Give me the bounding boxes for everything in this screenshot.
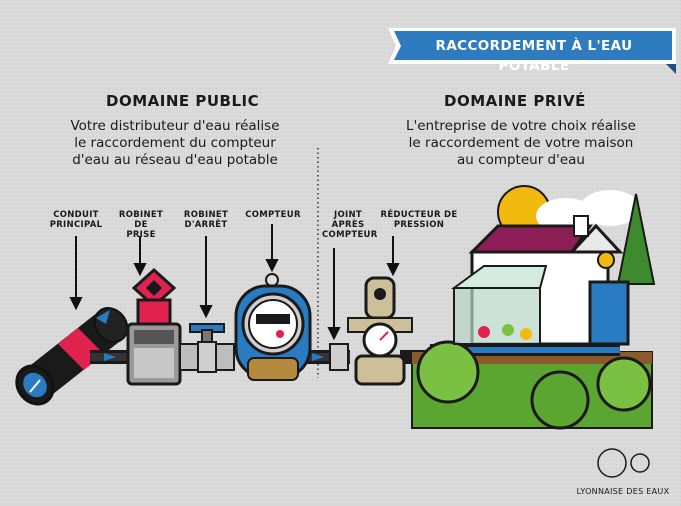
public-line-3: d'eau au réseau d'eau potable bbox=[72, 152, 278, 168]
robinet-de-prise bbox=[126, 267, 182, 386]
robinet-d-arret bbox=[179, 323, 235, 373]
label-arrows bbox=[69, 224, 400, 341]
brand-name: LYONNAISE DES EAUX bbox=[576, 487, 670, 496]
private-domain-text: L'entreprise de votre choix réalise le r… bbox=[376, 118, 666, 169]
reducteur-de-pression bbox=[347, 276, 413, 386]
public-domain-text: Votre distributeur d'eau réalise le racc… bbox=[40, 118, 310, 169]
public-domain-heading: DOMAINE PUBLIC bbox=[106, 92, 260, 110]
joint-apres-compteur bbox=[329, 343, 349, 371]
banner-ribbon bbox=[388, 28, 676, 74]
public-line-2: le raccordement du compteur bbox=[74, 135, 276, 151]
private-line-3: au compteur d'eau bbox=[457, 152, 585, 168]
brand-logo bbox=[597, 448, 650, 478]
label-compteur: COMPTEUR bbox=[245, 210, 301, 220]
private-garden bbox=[411, 340, 653, 430]
banner-title: RACCORDEMENT À L'EAU POTABLE bbox=[435, 38, 633, 74]
private-line-2: le raccordement de votre maison bbox=[408, 135, 634, 151]
private-domain-heading: DOMAINE PRIVÉ bbox=[444, 92, 586, 110]
house bbox=[450, 215, 630, 346]
public-line-1: Votre distributeur d'eau réalise bbox=[70, 118, 280, 134]
private-line-1: L'entreprise de votre choix réalise bbox=[406, 118, 636, 134]
compteur-water-meter bbox=[234, 273, 312, 381]
